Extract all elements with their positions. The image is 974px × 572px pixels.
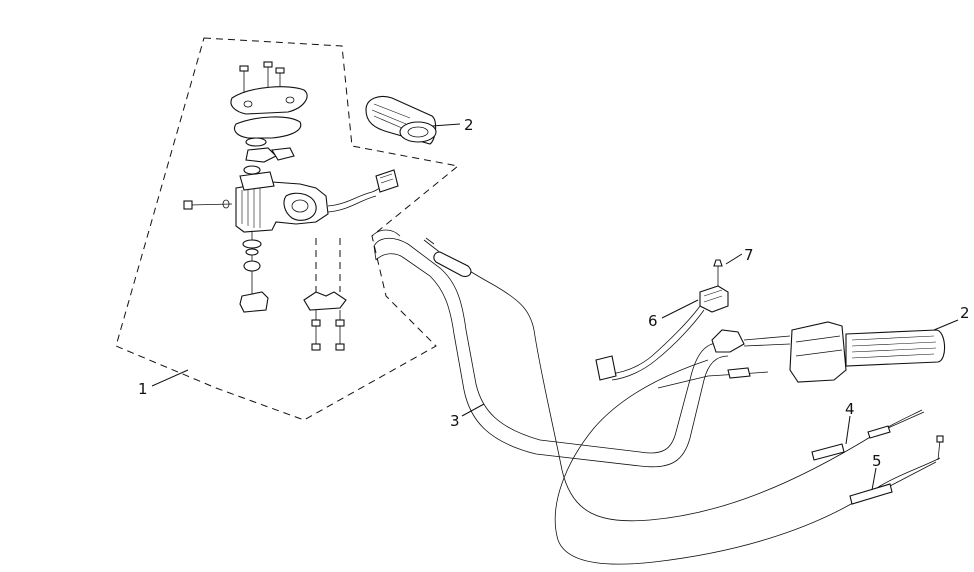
callout-4: 4 [845,400,855,445]
lower-clamp [303,291,347,311]
cable-4-end [811,411,925,461]
callout-2-left-label: 2 [464,116,474,134]
grip-right [845,329,946,367]
cable-5-end [849,435,944,505]
throttle-housing-assembly [183,61,399,351]
top-screws [239,61,285,98]
callout-6: 6 [648,299,699,330]
throttle-cable-upper [423,237,535,331]
switch-wire [327,183,387,207]
right-control-housing [711,321,847,383]
side-screw [183,199,233,210]
callout-4-label: 4 [845,400,855,418]
callout-1: 1 [138,369,189,398]
throttle-cable [533,329,941,565]
cover-plate [230,86,308,115]
callout-7-label: 7 [744,246,754,264]
callout-2-right-label: 2 [960,304,970,322]
callout-6-label: 6 [648,312,658,330]
brake-switch [595,285,729,381]
callout-2-left: 2 [431,116,474,134]
gasket [233,116,302,139]
callout-2-right: 2 [933,304,970,331]
callout-1-label: 1 [138,380,148,398]
callout-3-label: 3 [450,412,460,430]
handlebar [371,229,729,468]
assembly-1-boundary [115,37,460,421]
callout-7: 7 [725,246,754,265]
grip-left [365,95,437,145]
callout-5: 5 [871,452,882,491]
callout-5-label: 5 [872,452,882,470]
callout-3: 3 [450,403,485,430]
